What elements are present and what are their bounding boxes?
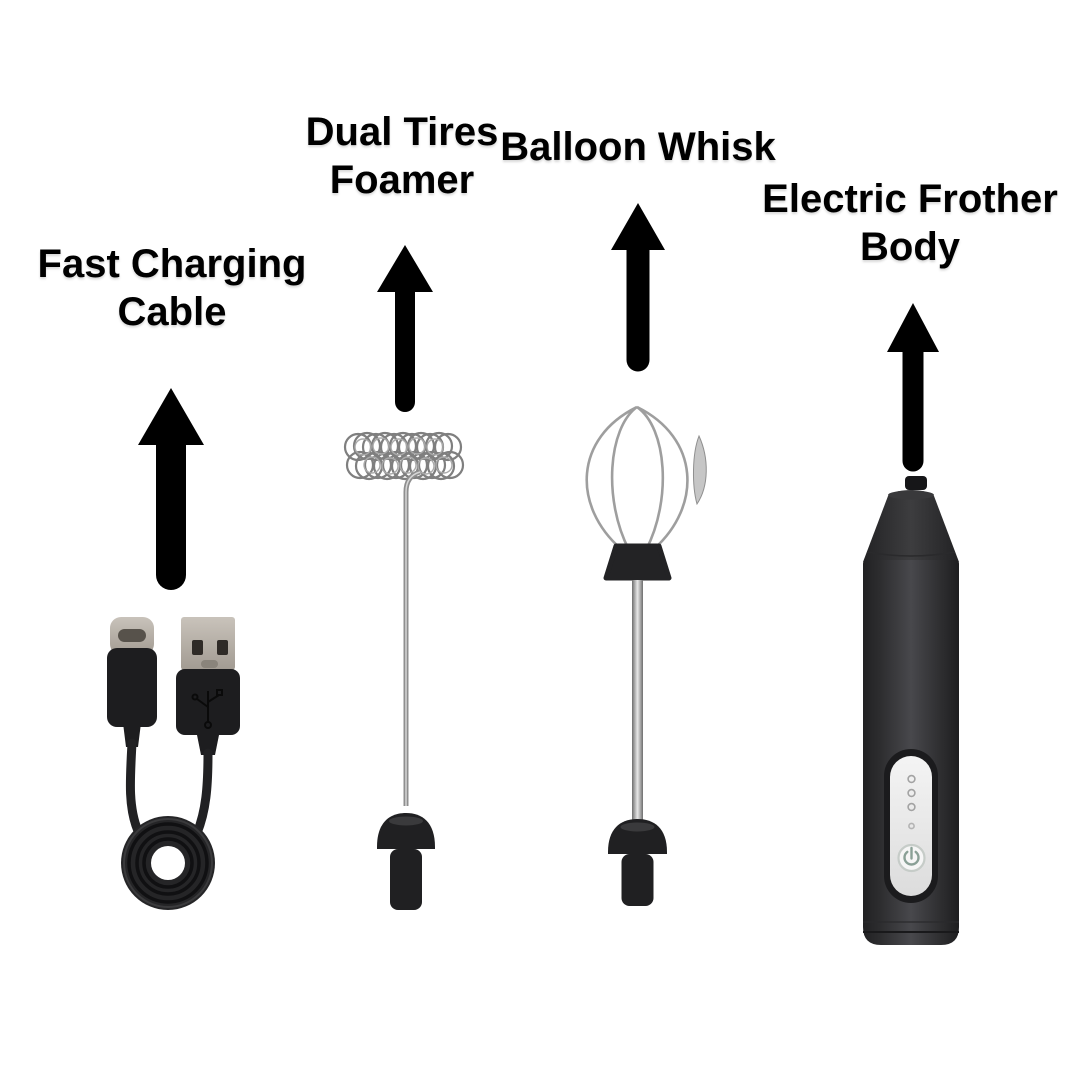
label-line: Dual Tires [305, 110, 499, 154]
label-line: Fast Charging [37, 242, 307, 286]
power-icon [903, 846, 920, 866]
label-fast-charging-cable: Fast Charging Cable [38, 240, 307, 336]
whisk-shaft [632, 580, 643, 820]
usb-trident-icon [191, 689, 223, 729]
label-electric-frother-body: Electric Frother Body [762, 175, 1058, 271]
frother-cone [863, 490, 959, 562]
usb-c-connector-icon [107, 617, 157, 747]
led-indicator [907, 774, 916, 830]
label-balloon-whisk: Balloon Whisk [500, 123, 776, 171]
label-line: Electric Frother [762, 177, 1058, 221]
whisk-connector [608, 819, 667, 906]
cable-coil [121, 816, 215, 910]
usb-a-connector-icon [176, 617, 240, 755]
spring-foamer-image [343, 431, 465, 910]
spring-coil-head [343, 431, 465, 481]
whisk-collar [603, 543, 672, 581]
up-arrow-icon [377, 245, 433, 412]
label-line: Body [860, 225, 960, 269]
power-button[interactable] [897, 843, 926, 873]
up-arrow-icon [138, 388, 204, 590]
label-line: Cable [117, 290, 227, 334]
label-line: Foamer [329, 158, 475, 202]
wire-highlight [692, 434, 707, 506]
usb-cable-image [107, 617, 240, 910]
up-arrow-icon [887, 303, 939, 472]
label-line: Balloon Whisk [500, 125, 776, 169]
up-arrow-icon [611, 203, 665, 372]
foamer-shaft [403, 469, 421, 806]
frother-body-image [863, 476, 959, 945]
foamer-connector [377, 813, 435, 910]
whisk-wires [585, 405, 689, 551]
frother-top-nub [905, 476, 927, 490]
balloon-whisk-image [585, 405, 707, 906]
control-panel [890, 756, 932, 896]
label-dual-tires-foamer: Dual Tires Foamer [306, 108, 499, 204]
